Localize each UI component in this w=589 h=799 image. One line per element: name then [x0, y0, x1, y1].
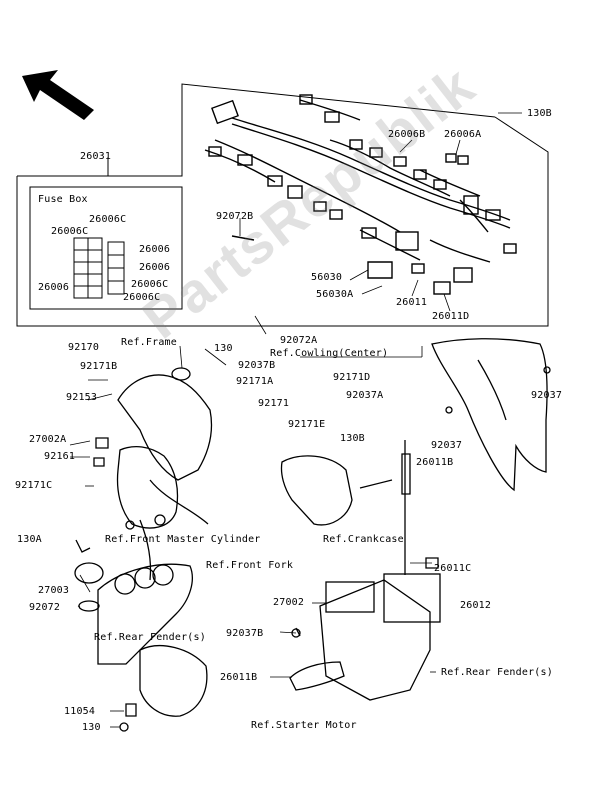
ref-master-cylinder-label: Ref.Front Master Cylinder — [105, 534, 261, 545]
part-130B-label: 130B — [340, 433, 365, 444]
part-27002-label: 27002 — [273, 597, 305, 608]
fuse-box-frame — [29, 186, 183, 310]
part-92153-label: 92153 — [66, 392, 98, 403]
part-26031-label: 26031 — [80, 151, 112, 162]
ref-rear-fender-label: Ref.Rear Fender(s) — [94, 632, 206, 643]
fuse-label: 26006C — [123, 292, 161, 303]
part-92171E-label: 92171E — [288, 419, 326, 430]
ref-starter-motor-label: Ref.Starter Motor — [251, 720, 357, 731]
part-130-label: 130 — [214, 343, 233, 354]
part-130B-label: 130B — [527, 108, 552, 119]
ref-crankcase-label: Ref.Crankcase — [323, 534, 404, 545]
ref-cowling-label: Ref.Cowling(Center) — [270, 348, 389, 359]
rear-fender-left — [119, 645, 208, 732]
part-92171C-label: 92171C — [15, 480, 53, 491]
arrow-icon — [22, 70, 94, 120]
part-92072-label: 92072 — [29, 602, 61, 613]
part-26006A-label: 26006A — [444, 129, 482, 140]
part-27002A-label: 27002A — [29, 434, 67, 445]
main-harness-sketch — [204, 94, 517, 295]
part-26011-label: 26011 — [396, 297, 428, 308]
harness-frame — [16, 83, 549, 327]
fuse-box-title: Fuse Box — [38, 194, 88, 205]
crankcase-bracket — [280, 453, 411, 526]
cowling-center — [431, 338, 551, 492]
part-26006B-label: 26006B — [388, 129, 426, 140]
part-56030A-label: 56030A — [316, 289, 354, 300]
part-92037-label: 92037 — [431, 440, 463, 451]
leader-lines-top — [239, 112, 522, 312]
part-92171-label: 92171 — [258, 398, 290, 409]
fuse-label: 26006C — [131, 279, 169, 290]
part-26011D-label: 26011D — [432, 311, 470, 322]
part-92037B-label: 92037B — [238, 360, 276, 371]
part-26011B-label: 26011B — [220, 672, 258, 683]
part-130A-label: 130A — [17, 534, 42, 545]
part-92072B-label: 92072B — [216, 211, 254, 222]
fuse-label: 26006C — [89, 214, 127, 225]
part-92171A-label: 92171A — [236, 376, 274, 387]
fuse-label: 26006 — [38, 282, 70, 293]
part-56030-label: 56030 — [311, 272, 343, 283]
part-92161-label: 92161 — [44, 451, 76, 462]
part-92037-label: 92037 — [531, 390, 563, 401]
front-fork-assembly — [74, 539, 193, 665]
part-26011C-label: 26011C — [434, 563, 472, 574]
part-26011B-label: 26011B — [416, 457, 454, 468]
part-130-label: 130 — [82, 722, 101, 733]
part-92037A-label: 92037A — [346, 390, 384, 401]
part-92171D-label: 92171D — [333, 372, 371, 383]
part-26012-label: 26012 — [460, 600, 492, 611]
battery-case — [289, 440, 441, 701]
part-11054-label: 11054 — [64, 706, 96, 717]
fuse-label: 26006 — [139, 244, 171, 255]
fuse-label: 26006 — [139, 262, 171, 273]
ref-frame-label: Ref.Frame — [121, 337, 177, 348]
part-27003-label: 27003 — [38, 585, 70, 596]
ref-rear-fender-label: Ref.Rear Fender(s) — [441, 667, 553, 678]
ref-front-fork-label: Ref.Front Fork — [206, 560, 294, 571]
frame-assembly — [93, 367, 213, 581]
part-92072A-label: 92072A — [280, 335, 318, 346]
leader-lines-lower — [69, 315, 436, 728]
part-92171B-label: 92171B — [80, 361, 118, 372]
part-92037B-label: 92037B — [226, 628, 264, 639]
part-92170-label: 92170 — [68, 342, 100, 353]
fuse-label: 26006C — [51, 226, 89, 237]
